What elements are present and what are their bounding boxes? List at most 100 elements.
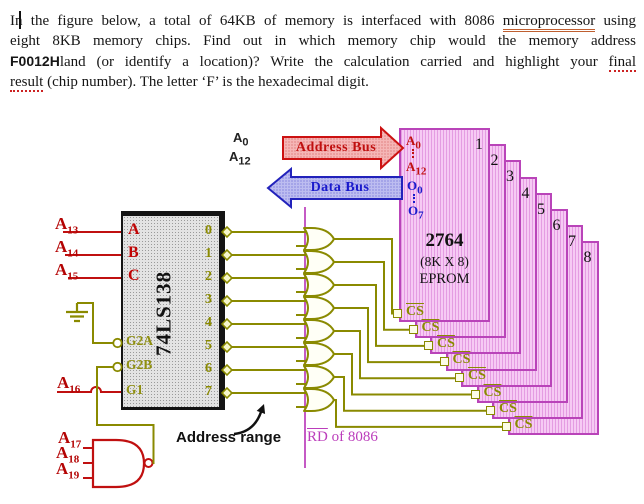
decoder-output-pin [220,363,234,377]
pin-ellipsis-data[interactable] [413,194,415,203]
cs-label[interactable]: CS [452,352,471,368]
decoder-select-input-label[interactable]: C [128,267,140,284]
eprom-part-label[interactable]: 2764 [425,230,464,251]
cs-pin[interactable] [408,324,418,334]
decoder-output-number[interactable]: 0 [205,223,212,238]
problem-text-segment[interactable]: eight 8KB memory chips. Find out in whic… [10,33,636,49]
cs-pin[interactable] [486,405,495,415]
problem-text-segment[interactable]: (chip number). The letter ‘F’ is the hex… [43,74,369,90]
signal-label-a15[interactable]: A15 [55,260,79,283]
signal-label-a14[interactable]: A14 [55,237,79,260]
decoder-output-number[interactable]: 3 [205,292,212,307]
cpu-pin-a0[interactable]: A0 [233,130,249,149]
decoder-output-pin [220,317,234,331]
or-gate [303,319,335,343]
chip-number-label[interactable]: 3 [506,168,514,186]
signal-label-a19[interactable]: A19 [56,459,80,482]
gate-to-cs-wire [333,238,397,315]
cs-label[interactable]: CS [468,368,486,384]
or-gate [303,296,335,320]
cs-label[interactable]: CS [514,416,533,432]
chip-number-label[interactable]: 4 [521,184,530,202]
g2a-bubble [112,337,123,349]
eprom-pin-o0[interactable]: O0 [407,178,423,197]
cs-label[interactable]: CS [483,384,502,400]
subscript: 0 [242,136,249,149]
cs-label[interactable]: CS [437,335,455,351]
or-gate [303,227,335,251]
gate-to-cs-wire [333,307,444,364]
subscript: 19 [68,469,80,482]
chip-number-label[interactable]: 1 [475,136,483,153]
decoder-select-input-label[interactable]: A [128,221,140,238]
decoder-output-pin [220,386,234,400]
cs-pin[interactable] [424,340,433,350]
decoder-output-number[interactable]: 7 [205,384,212,399]
eprom-pin-a0[interactable]: A0 [406,133,421,152]
or-gate [303,342,335,366]
decoder-enable-input-label[interactable]: G2A [126,333,153,348]
decoder-output-pin [220,248,234,262]
cs-label[interactable]: CS [499,400,517,416]
problem-text-segment[interactable]: microprocessor [502,13,596,32]
decoder-output-number[interactable]: 5 [205,338,212,353]
signal-label-a16[interactable]: A16 [57,373,81,396]
problem-text-segment[interactable]: land (or identify a location)? Write the… [59,54,609,70]
decoder-output-number[interactable]: 2 [205,269,212,284]
cpu-pin-a12[interactable]: A12 [229,149,251,168]
decoder-output-number[interactable]: 4 [205,315,212,330]
eprom-pin-a12[interactable]: A12 [406,159,427,178]
chip-number-label[interactable]: 5 [537,200,545,218]
or-gate [303,388,335,412]
decoder-enable-input-label[interactable]: G1 [126,382,144,397]
problem-line[interactable]: In the figure below, a total of 64KB of … [10,11,636,32]
cs-label[interactable]: CS [421,319,440,335]
text-cursor [19,11,21,29]
pin-ellipsis-address[interactable] [412,149,414,158]
ground-to-g2a-wire [77,302,113,344]
subscript: 0 [417,184,423,197]
cs-pin[interactable] [470,389,480,399]
decoder-enable-input-label[interactable]: G2B [126,357,153,372]
cs-pin[interactable] [501,421,511,431]
problem-text-segment[interactable]: In the figure below, a total of 64KB of … [10,13,503,29]
eprom-kind-label[interactable]: EPROM [419,271,470,287]
decoder-output-pin [220,294,234,308]
cs-pin[interactable] [393,308,402,318]
ground-symbol [66,303,88,323]
signal-label-a17[interactable]: A17 [58,428,82,451]
signal-label-a13[interactable]: A13 [55,214,79,237]
subscript: 17 [70,438,82,451]
or-gate [303,273,335,297]
signal-label-a18[interactable]: A18 [56,443,80,466]
problem-statement[interactable]: In the figure below, a total of 64KB of … [10,11,636,92]
chip-number-label[interactable]: 6 [552,217,561,234]
gate-to-cs-wire [333,284,428,347]
data-bus-arrow [266,166,403,210]
cs-pin[interactable] [455,373,464,383]
problem-text-segment[interactable]: using [595,13,636,29]
address-bus-label: Address Bus [295,140,377,155]
cs-pin[interactable] [439,357,449,367]
chip-number-label[interactable]: 7 [568,233,576,251]
gate-to-cs-wire [333,399,506,428]
chip-number-label[interactable]: 2 [490,152,499,170]
decoder-output-number[interactable]: 1 [205,246,212,261]
problem-text-segment[interactable]: final [608,54,636,72]
problem-text-segment[interactable]: F0012H [10,53,60,69]
eprom-pin-o7[interactable]: O7 [408,203,424,222]
cs-label[interactable]: CS [406,303,424,319]
decoder-output-number[interactable]: 6 [205,361,212,376]
gate-to-cs-wire [333,353,475,396]
problem-text-segment[interactable]: result [10,74,44,92]
eprom-capacity-label[interactable]: (8K X 8) [420,254,469,269]
nand-gate [91,438,146,489]
problem-line[interactable]: result (chip number). The letter ‘F’ is … [10,72,636,92]
problem-line[interactable]: F0012Hland (or identify a location)? Wri… [10,51,636,72]
problem-line[interactable]: eight 8KB memory chips. Find out in whic… [10,31,636,51]
chip-number-label[interactable]: 8 [583,249,592,267]
decoder-select-input-label[interactable]: B [128,244,139,261]
